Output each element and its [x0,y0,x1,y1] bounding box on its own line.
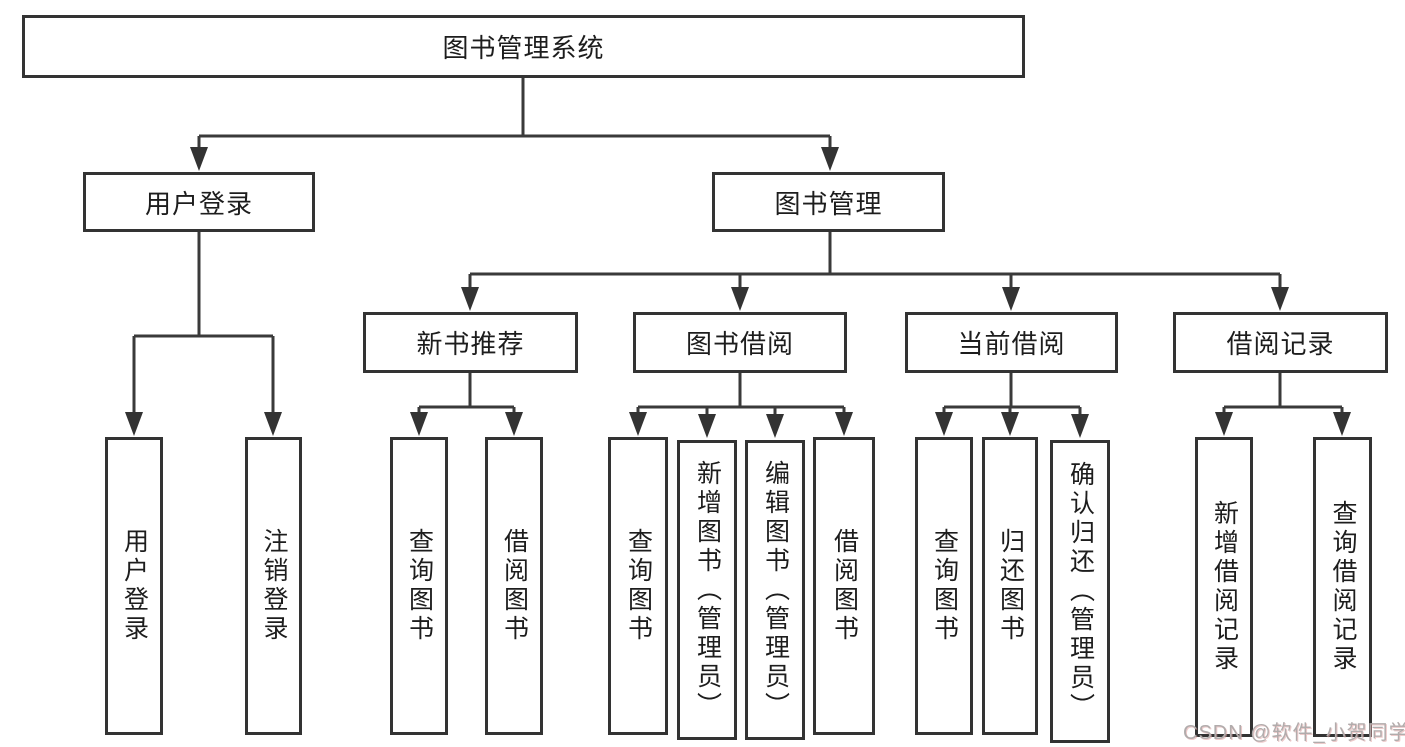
leaf-logout: 注销登录 [245,437,302,735]
leaf-add-book-admin: 新增图书（管理员） [677,440,737,740]
leaf-query-books-borrowing-label: 查询图书 [624,528,653,644]
leaf-user-login-label: 用户登录 [120,528,149,644]
leaf-borrow-books-borrowing: 借阅图书 [813,437,875,735]
leaf-add-borrow-record-label: 新增借阅记录 [1210,500,1239,674]
leaf-query-borrow-record: 查询借阅记录 [1313,437,1372,737]
leaf-query-books-current-label: 查询图书 [930,528,959,644]
leaf-query-books-borrowing: 查询图书 [608,437,668,735]
leaf-borrow-books-borrowing-label: 借阅图书 [830,528,859,644]
leaf-edit-book-admin: 编辑图书（管理员） [745,440,805,740]
node-current-borrowing: 当前借阅 [905,312,1118,373]
node-new-book-recommendation: 新书推荐 [363,312,578,373]
leaf-return-books: 归还图书 [982,437,1038,735]
leaf-edit-book-admin-label: 编辑图书（管理员） [761,459,790,721]
leaf-borrow-books-recommend-label: 借阅图书 [500,528,529,644]
leaf-query-books-recommend-label: 查询图书 [405,528,434,644]
leaf-return-books-label: 归还图书 [996,528,1025,644]
watermark: CSDN @软件_小贺同学 [1183,722,1405,744]
leaf-confirm-return-admin: 确认归还（管理员） [1050,440,1110,743]
node-borrowing-records: 借阅记录 [1173,312,1388,373]
arrowheads [125,147,1351,438]
leaf-query-borrow-record-label: 查询借阅记录 [1329,500,1357,674]
node-root: 图书管理系统 [22,15,1025,78]
leaf-add-book-admin-label: 新增图书（管理员） [693,459,722,721]
leaf-borrow-books-recommend: 借阅图书 [485,437,543,735]
leaf-query-books-current: 查询图书 [915,437,973,735]
node-user-login: 用户登录 [83,172,315,232]
leaf-add-borrow-record: 新增借阅记录 [1195,437,1253,737]
leaf-confirm-return-admin-label: 确认归还（管理员） [1066,461,1095,722]
leaf-query-books-recommend: 查询图书 [390,437,448,735]
leaf-user-login: 用户登录 [105,437,163,735]
node-book-borrowing: 图书借阅 [633,312,847,373]
node-book-management: 图书管理 [712,172,945,232]
leaf-logout-label: 注销登录 [260,528,288,644]
